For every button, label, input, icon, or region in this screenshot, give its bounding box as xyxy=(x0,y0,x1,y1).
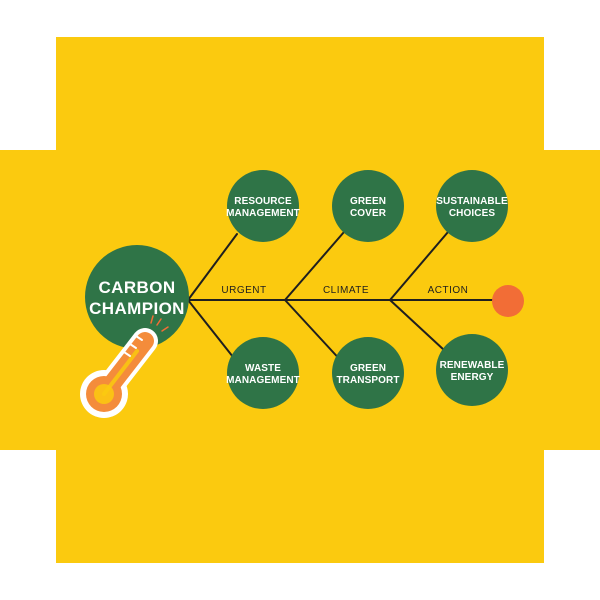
node-resource-management: RESOURCE MANAGEMENT xyxy=(226,170,300,242)
heat-lines-icon xyxy=(150,315,169,332)
main-node: CARBON CHAMPION xyxy=(85,245,189,349)
node-circle xyxy=(436,170,508,242)
thermometer-tick-3 xyxy=(135,335,143,341)
node-circle xyxy=(332,170,404,242)
heat-line-3 xyxy=(161,326,169,332)
fishbone-lines xyxy=(187,231,495,365)
node-label-line2: CHOICES xyxy=(449,208,495,219)
node-label-line2: ENERGY xyxy=(451,372,494,383)
branch-top-3 xyxy=(389,231,449,301)
main-node-line2: CHAMPION xyxy=(89,299,185,318)
tail-dot-icon xyxy=(492,285,524,317)
spine-label-action: ACTION xyxy=(428,285,469,296)
node-waste-management: WASTE MANAGEMENT xyxy=(226,337,300,409)
node-renewable-energy: RENEWABLE ENERGY xyxy=(436,334,508,406)
node-label-line1: SUSTAINABLE xyxy=(436,196,508,207)
branch-top-1 xyxy=(187,233,238,301)
node-label-line1: RENEWABLE xyxy=(440,360,505,371)
node-circle xyxy=(227,170,299,242)
thermometer-mercury-bulb xyxy=(94,384,114,404)
branch-bottom-2 xyxy=(284,299,345,365)
node-label-line2: MANAGEMENT xyxy=(226,208,300,219)
bottom-nodes: WASTE MANAGEMENT GREEN TRANSPORT RENEWAB… xyxy=(226,334,508,409)
thermometer-tick-2 xyxy=(129,343,137,349)
node-circle xyxy=(332,337,404,409)
node-circle xyxy=(436,334,508,406)
node-circle xyxy=(227,337,299,409)
node-label-line1: GREEN xyxy=(350,363,386,374)
top-nodes: RESOURCE MANAGEMENT GREEN COVER SUSTAINA… xyxy=(226,170,508,242)
branch-bottom-3 xyxy=(389,299,445,351)
branch-top-2 xyxy=(284,231,345,301)
thermometer-icon xyxy=(80,315,169,418)
node-sustainable-choices: SUSTAINABLE CHOICES xyxy=(436,170,508,242)
node-label-line2: MANAGEMENT xyxy=(226,375,300,386)
node-label-line1: RESOURCE xyxy=(234,196,292,207)
thermometer-tick-1 xyxy=(123,351,131,357)
node-label-line1: GREEN xyxy=(350,196,386,207)
spine-label-urgent: URGENT xyxy=(221,285,266,296)
thermometer-ticks xyxy=(123,335,143,357)
main-node-line1: CARBON xyxy=(98,278,175,297)
node-label-line2: COVER xyxy=(350,208,387,219)
node-label-line1: WASTE xyxy=(245,363,281,374)
spine-label-climate: CLIMATE xyxy=(323,285,369,296)
heat-line-2 xyxy=(156,318,162,326)
branch-bottom-1 xyxy=(187,299,238,363)
spine-labels: URGENT CLIMATE ACTION xyxy=(221,285,468,296)
node-green-transport: GREEN TRANSPORT xyxy=(332,337,404,409)
node-green-cover: GREEN COVER xyxy=(332,170,404,242)
main-node-circle xyxy=(85,245,189,349)
heat-line-1 xyxy=(150,315,154,324)
node-label-line2: TRANSPORT xyxy=(336,375,399,386)
